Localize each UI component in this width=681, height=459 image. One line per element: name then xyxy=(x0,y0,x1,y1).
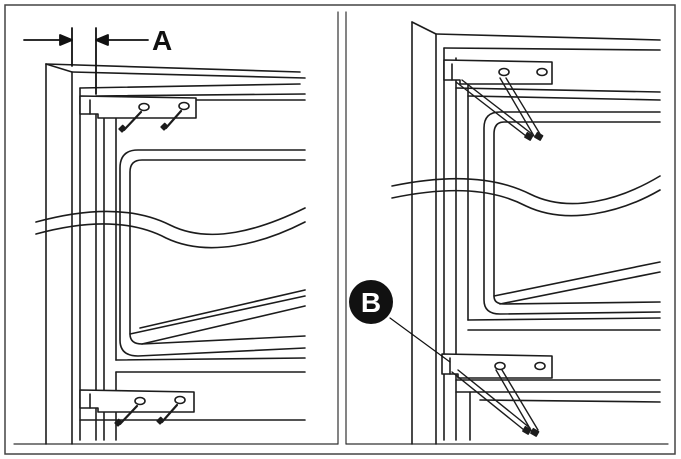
inner-door-panel-right xyxy=(483,111,661,315)
bottom-bracket-right xyxy=(441,353,553,379)
left-panel xyxy=(13,11,339,445)
callout-b: B xyxy=(349,280,393,324)
callout-label-b: B xyxy=(361,287,381,318)
appliance-frame-right xyxy=(443,47,661,441)
hose-right xyxy=(391,175,661,217)
inner-door-panel xyxy=(119,149,306,357)
bottom-screws-left xyxy=(114,403,179,427)
dimension-a-indicator xyxy=(23,27,149,95)
top-bracket-right xyxy=(443,59,553,85)
callout-label-a: A xyxy=(152,25,172,56)
top-bracket-left xyxy=(79,95,197,119)
callout-b-leader xyxy=(389,317,451,363)
bottom-bracket-left xyxy=(79,389,195,413)
bottom-screws-right xyxy=(451,369,540,437)
hose xyxy=(35,207,306,249)
right-panel xyxy=(345,11,669,445)
top-screws-right xyxy=(455,77,544,141)
cabinet-side-wall-right xyxy=(411,21,661,445)
top-screws-left xyxy=(118,109,183,133)
cabinet-side-wall xyxy=(45,63,306,445)
